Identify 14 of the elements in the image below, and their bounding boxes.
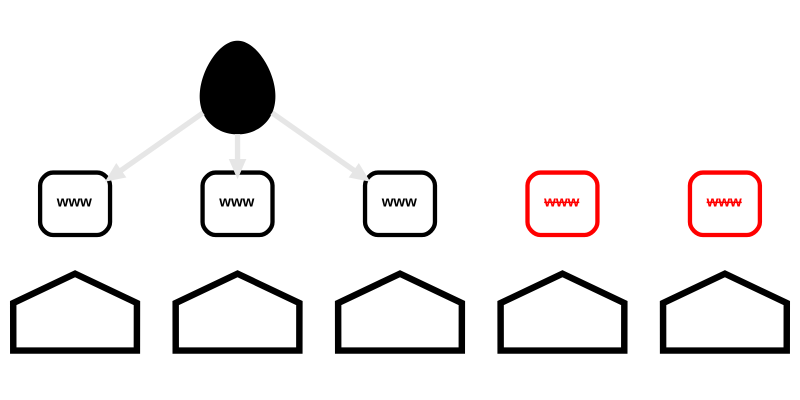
node-box: www xyxy=(200,170,275,238)
node-person xyxy=(200,40,276,134)
node-house xyxy=(660,270,790,354)
node-box: www xyxy=(688,170,762,238)
arrow xyxy=(228,134,246,180)
node-house xyxy=(334,270,466,354)
node-house xyxy=(497,270,628,354)
node-house xyxy=(172,270,303,354)
node-box: www xyxy=(525,170,600,238)
arrow xyxy=(104,110,205,182)
node-house xyxy=(10,270,140,354)
node-box: www xyxy=(362,170,438,238)
arrow xyxy=(270,110,370,182)
node-box: www xyxy=(38,170,112,238)
